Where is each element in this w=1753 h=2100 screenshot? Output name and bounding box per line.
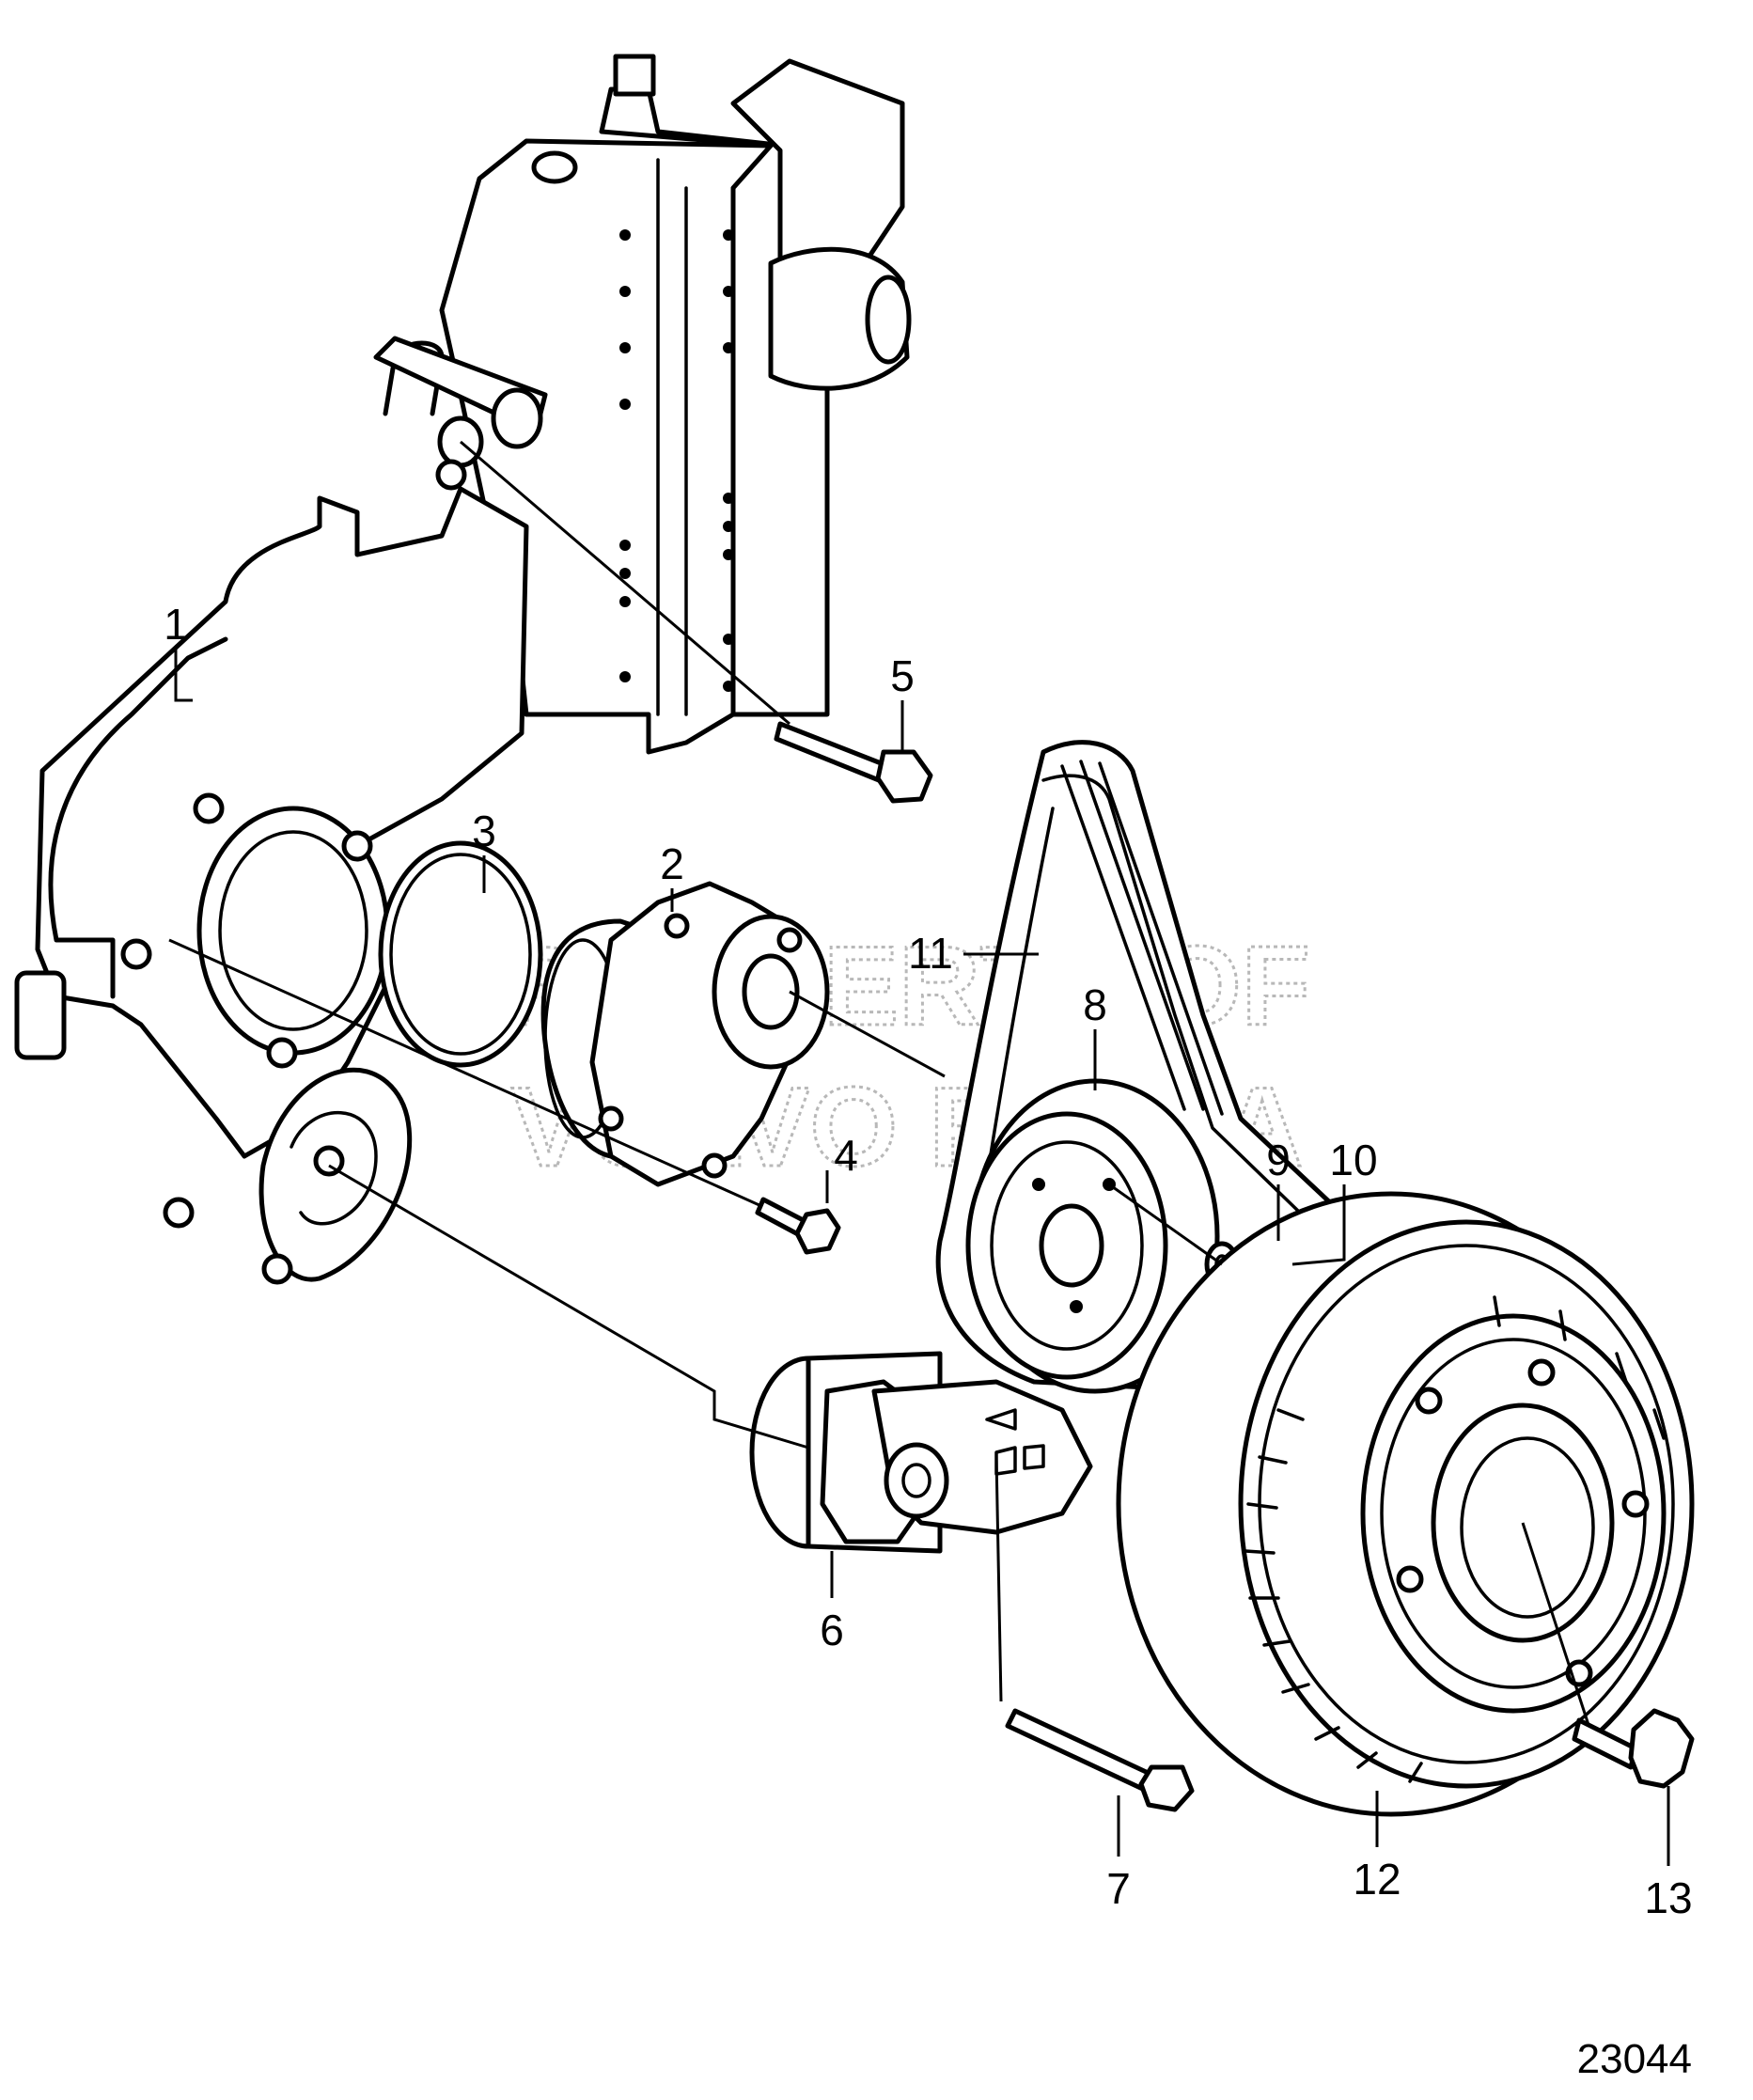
callout-8: 8 bbox=[1083, 980, 1107, 1029]
callout-2: 2 bbox=[660, 839, 684, 888]
callout-13: 13 bbox=[1644, 1873, 1692, 1922]
damper-slots bbox=[1244, 1295, 1666, 1783]
callout-11: 11 bbox=[908, 929, 953, 978]
callout-1: 1 bbox=[164, 600, 188, 649]
part-3-o-ring bbox=[378, 840, 543, 1068]
callout-5: 5 bbox=[890, 651, 915, 700]
callout-7: 7 bbox=[1106, 1864, 1131, 1913]
part-2-water-pump bbox=[540, 881, 830, 1187]
part-6-belt-tensioner bbox=[749, 1351, 1093, 1554]
callout-3: 3 bbox=[472, 807, 496, 855]
callout-9: 9 bbox=[1266, 1136, 1291, 1184]
leader-lines bbox=[174, 649, 1670, 1866]
callout-6: 6 bbox=[820, 1606, 844, 1654]
figure-number: 23044 bbox=[1577, 2036, 1692, 2082]
part-4-bolt bbox=[755, 1197, 841, 1255]
callout-10: 10 bbox=[1329, 1136, 1377, 1184]
part-13-bolt bbox=[1572, 1708, 1695, 1789]
callout-4: 4 bbox=[834, 1131, 858, 1180]
flange-holes bbox=[619, 229, 734, 692]
alignment-lines bbox=[168, 440, 1590, 1726]
part-callouts: 1 2 3 4 5 6 7 8 9 10 11 12 13 bbox=[164, 600, 1692, 1922]
part-12-crank-pulley bbox=[1116, 1191, 1695, 1817]
callout-12: 12 bbox=[1353, 1855, 1401, 1904]
part-8-idler-pulley bbox=[965, 1078, 1220, 1394]
part-5-bolt bbox=[774, 721, 933, 804]
part-1-housing bbox=[14, 54, 912, 1285]
part-7-bolt bbox=[1005, 1708, 1195, 1812]
